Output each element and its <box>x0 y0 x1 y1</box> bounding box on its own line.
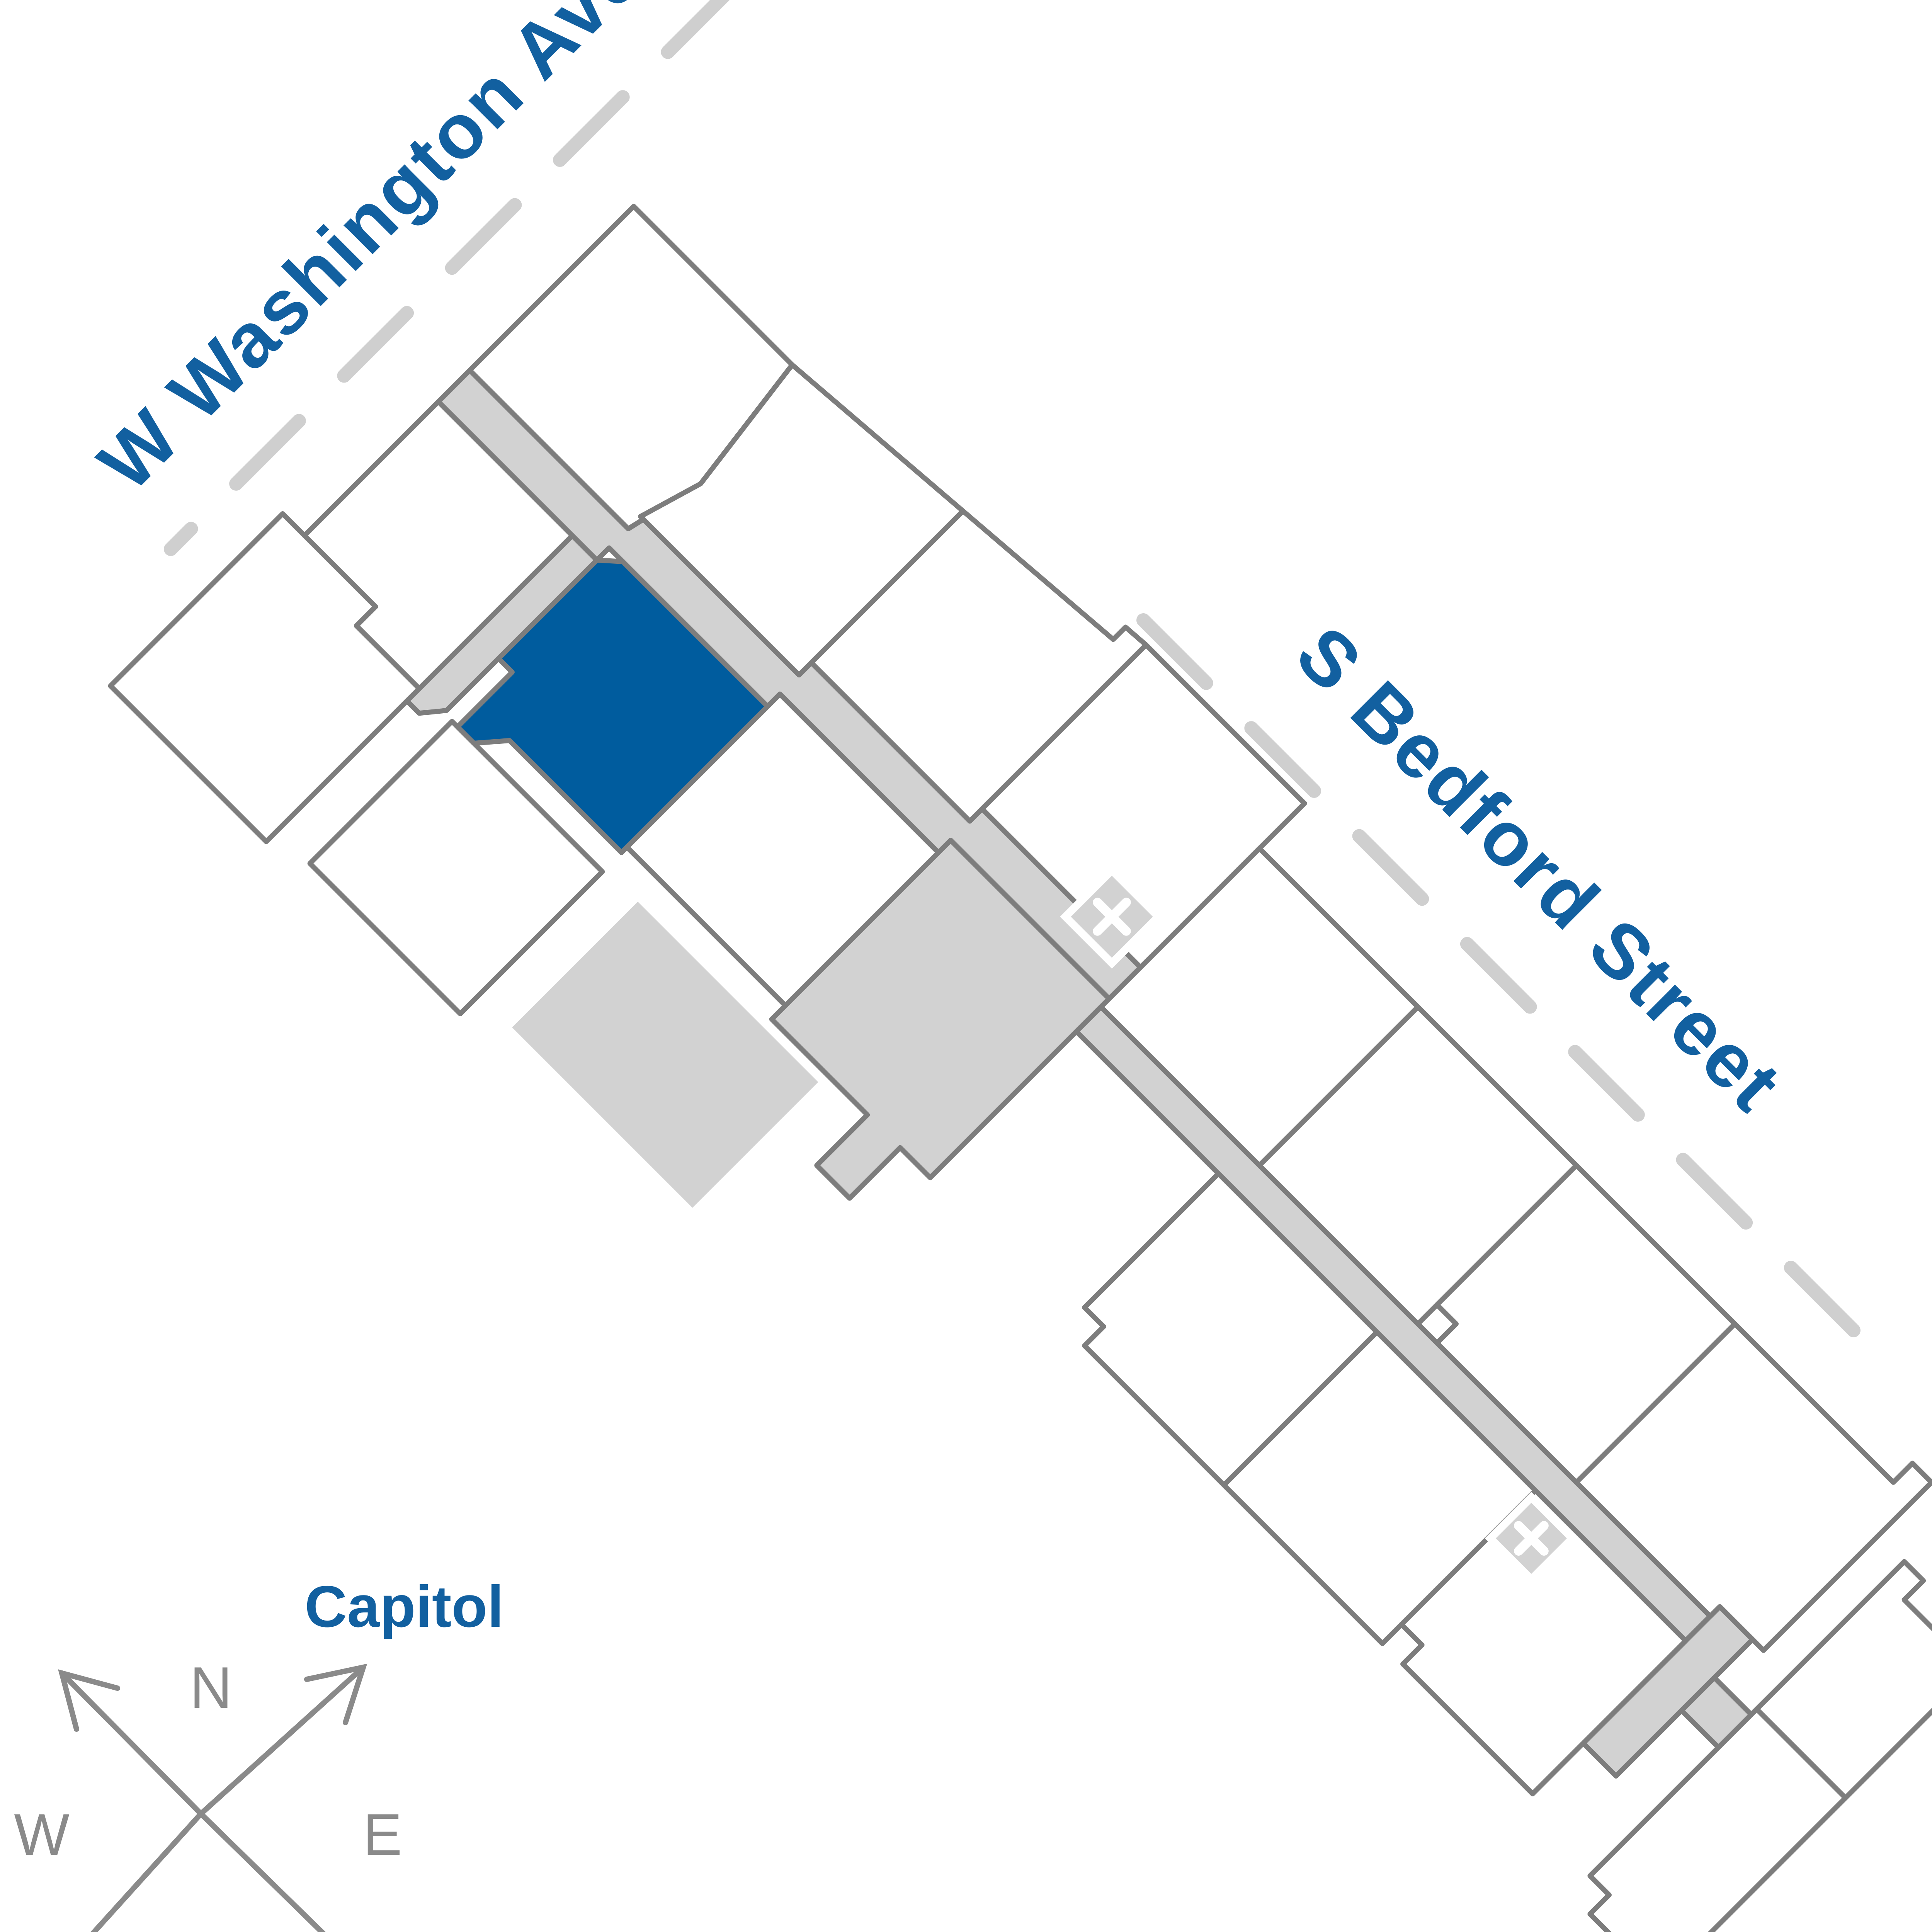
unit-outline <box>638 362 966 678</box>
unit-outline <box>307 719 605 1017</box>
unit-outline <box>1754 1559 1932 1801</box>
unit-outline <box>108 511 422 844</box>
unit-outline <box>1399 1488 1688 1796</box>
compass-axis-line <box>198 1811 326 1932</box>
compass-arrowhead-icon <box>304 1663 367 1725</box>
building-site-group <box>108 204 1932 1932</box>
street-centerline-dashes <box>164 0 730 556</box>
walkway-plaza <box>769 838 1112 1201</box>
street-centerline-dashes <box>1136 613 1861 1337</box>
capitol-direction-label: Capitol <box>304 1574 503 1639</box>
compass-letter-n: N <box>190 1655 232 1721</box>
compass-axis-line <box>198 1665 366 1816</box>
highlighted-unit[interactable] <box>444 548 770 872</box>
compass-axis-line <box>59 1670 204 1816</box>
amenity-deck <box>512 901 818 1208</box>
compass-rose: NESW <box>14 1655 402 1932</box>
compass-arrowhead-icon <box>58 1669 120 1732</box>
compass-letter-w: W <box>14 1802 69 1867</box>
stair-x-icon <box>1093 898 1131 936</box>
stair-x-icon <box>1514 1521 1549 1556</box>
compass-axis-line <box>90 1811 204 1932</box>
unit-outline <box>1574 1321 1932 1653</box>
compass-letter-e: E <box>363 1802 402 1867</box>
street-lines-layer <box>164 0 1861 1337</box>
